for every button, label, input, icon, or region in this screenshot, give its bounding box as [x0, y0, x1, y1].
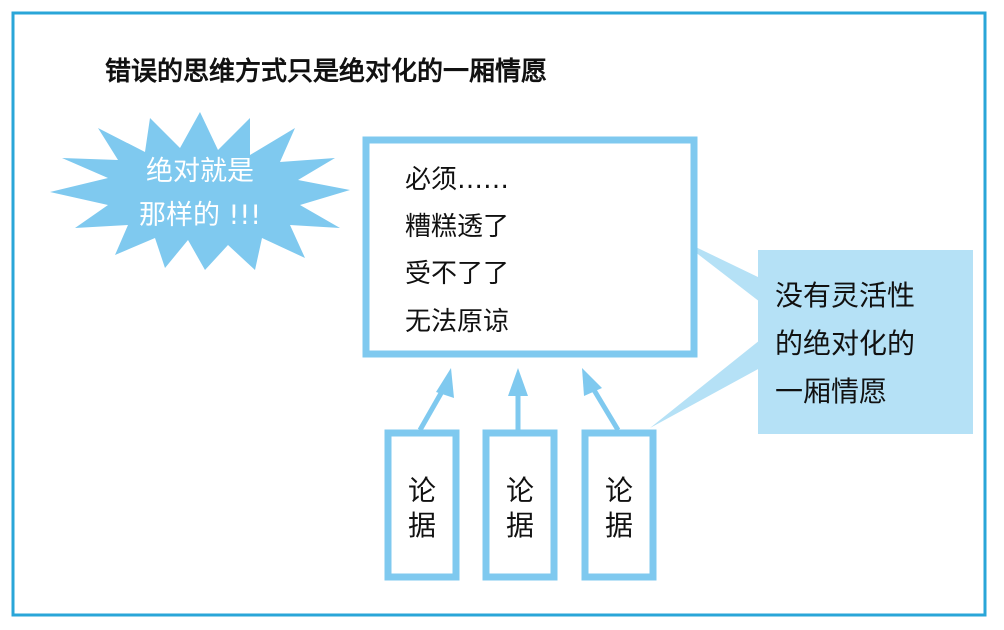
- outer-frame: [11, 11, 987, 617]
- evidence-char: 论: [506, 474, 534, 507]
- thought-line: 糟糕透了: [405, 212, 509, 242]
- arrow-head-icon: [436, 368, 454, 398]
- evidence-char: 论: [408, 474, 436, 507]
- arrow-head-icon: [508, 368, 528, 396]
- arrow-line: [417, 386, 447, 432]
- callout-line: 一厢情愿: [775, 375, 887, 408]
- arrow-head-icon: [582, 368, 602, 396]
- callout-box: [758, 250, 973, 434]
- callout-tail-upper: [677, 238, 760, 302]
- thought-line: 受不了了: [405, 259, 509, 289]
- callout-tail-lower: [650, 340, 760, 428]
- burst-line-1: 绝对就是: [146, 156, 254, 187]
- callout-line: 没有灵活性: [775, 279, 915, 312]
- thought-line: 必须……: [405, 165, 509, 195]
- evidence-char: 据: [605, 509, 633, 542]
- arrow-line: [591, 388, 621, 432]
- evidence-char: 据: [506, 509, 534, 542]
- starburst-shape: [50, 112, 350, 270]
- diagram-title: 错误的思维方式只是绝对化的一厢情愿: [105, 56, 547, 87]
- evidence-box: [482, 429, 558, 581]
- evidence-box: [384, 429, 460, 581]
- burst-line-2: 那样的 !!!: [139, 200, 261, 231]
- evidence-char: 论: [605, 474, 633, 507]
- thought-line: 无法原谅: [405, 307, 509, 337]
- evidence-box: [581, 429, 657, 581]
- thoughts-box: [362, 136, 698, 358]
- callout-line: 的绝对化的: [775, 327, 915, 360]
- evidence-char: 据: [408, 509, 436, 542]
